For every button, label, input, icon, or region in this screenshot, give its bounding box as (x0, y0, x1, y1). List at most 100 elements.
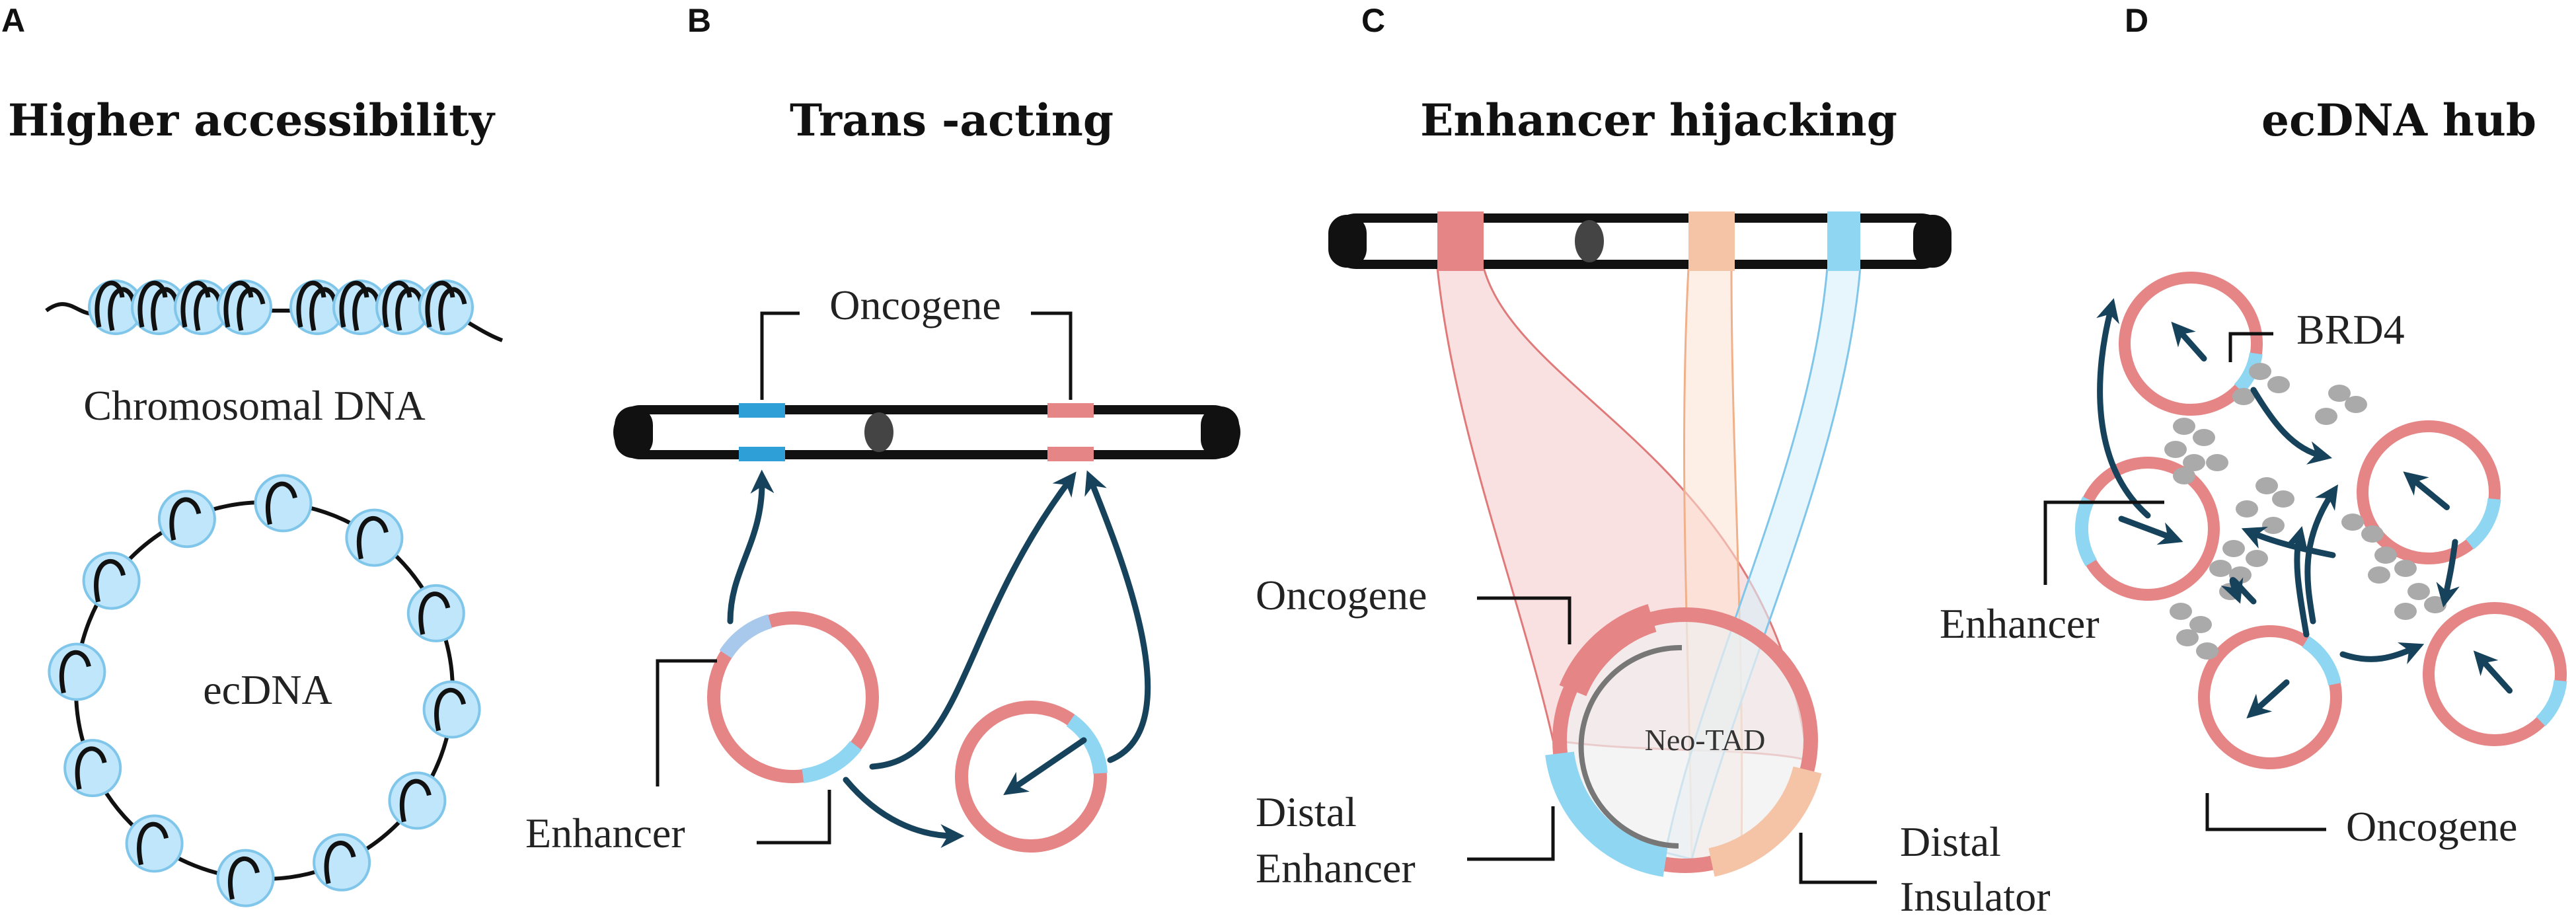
panel-a-title: Higher accessibility (8, 95, 496, 146)
hub-ecdna-circle (2423, 602, 2567, 746)
brd4-dot (2173, 467, 2195, 484)
hub-arrow-6 (2220, 577, 2257, 605)
panel-d-letter: D (2125, 2, 2148, 39)
panel-c: C Enhancer hijacking Neo-TAD Oncogene (1256, 2, 2051, 916)
chromosomal-dna-strand (45, 280, 504, 342)
dna-wrap (418, 592, 451, 635)
distal-insulator-label-line2: Insulator (1900, 873, 2051, 916)
enhancer-label-b: Enhancer (525, 810, 685, 857)
arrow-small-to-red-gene (1084, 470, 1151, 763)
hub-arrow-4 (2285, 526, 2310, 638)
brd4-dot (2267, 376, 2290, 393)
chromosome-b (613, 403, 1240, 461)
enhancer-leader-d (2043, 500, 2164, 585)
brd4-dot (2368, 566, 2390, 584)
dna-wrap (223, 280, 266, 331)
dna-wrap (296, 280, 338, 331)
hub-ecdna-circle (2198, 625, 2342, 769)
dna-wrap (137, 821, 169, 866)
distal-enhancer-leader (1467, 806, 1555, 861)
panel-b-letter: B (687, 2, 711, 39)
gene-red-bottom (1047, 447, 1094, 461)
internal-arrow-b (1003, 737, 1087, 796)
dna-wrap (356, 515, 389, 560)
distal-insulator-label-line1: Distal (1900, 818, 2001, 865)
hub-ecdna-circle (2357, 420, 2501, 564)
brd4-dot (2394, 603, 2417, 620)
hub-arrow-8 (2339, 642, 2425, 665)
ecdna-ring (48, 474, 481, 907)
hub-internal-arrow (2171, 321, 2207, 362)
panel-b-title: Trans -acting (790, 95, 1114, 146)
oncogene-leader-left (760, 311, 800, 400)
neo-tad-circle (1545, 603, 1822, 877)
hub-enhancer-arc (2302, 636, 2341, 686)
brd4-leader (2228, 332, 2273, 362)
brd4-dot (2255, 477, 2278, 494)
gene-red-top (1047, 403, 1094, 418)
hub-arrow-1 (2096, 298, 2151, 519)
hub-arrow-5 (2304, 484, 2338, 625)
arrow-to-blue-gene (727, 469, 775, 625)
dna-wrap (227, 856, 260, 900)
hub-internal-arrow (2118, 515, 2183, 545)
dna-wrap (425, 280, 467, 331)
oncogene-leader-c (1477, 596, 1572, 644)
enhancer-label-d: Enhancer (1940, 600, 2100, 647)
distal-enhancer-label-line1: Distal (1256, 788, 1357, 835)
brd4-dot (2196, 642, 2218, 660)
hub-internal-arrow (2473, 650, 2513, 694)
hub-internal-arrow (2246, 679, 2290, 719)
oncogene-leader-right (1031, 311, 1073, 400)
distal-insulator-leader (1799, 833, 1877, 884)
ecdna-nucleosomes (48, 474, 481, 907)
brd4-dot (2374, 547, 2397, 564)
brd4-dot (2262, 517, 2285, 534)
enhancer-leader-up (656, 659, 717, 786)
dna-wrap (382, 280, 424, 331)
panel-d: D ecDNA hub BRD4 Enhancer Oncogene (1940, 2, 2567, 850)
brd4-dot (2189, 616, 2212, 633)
brd4-dot (2345, 396, 2367, 413)
arrow-large-to-small (843, 777, 965, 848)
dna-wrap (169, 497, 202, 541)
dna-wrap (95, 280, 137, 331)
panel-a: A Higher accessibility Chromosomal DNA e… (1, 2, 504, 907)
oncogene-label-d: Oncogene (2346, 803, 2517, 850)
brd4-dot (2232, 388, 2255, 405)
brd4-dot (2394, 560, 2417, 577)
hub-ecdna-circle (2119, 272, 2263, 416)
hub-arrow-2 (2250, 387, 2333, 465)
panel-d-title: ecDNA hub (2261, 95, 2536, 146)
distal-enhancer-label-line2: Enhancer (1256, 845, 1416, 892)
dna-wrap (399, 779, 432, 823)
ecdna-small-b (955, 701, 1108, 853)
brd4-dot (2183, 454, 2205, 471)
brd4-dot (2164, 441, 2187, 458)
hub-enhancer-arc (2536, 679, 2567, 726)
dna-wrap (180, 280, 223, 331)
brd4-dot (2209, 560, 2232, 577)
arrow-large-to-red-gene (869, 471, 1077, 770)
brd4-dot (2272, 490, 2294, 508)
brd4-dot (2328, 385, 2351, 402)
brd4-dot (2361, 525, 2384, 543)
brd4-dot (2246, 550, 2268, 567)
oncogene-label-b: Oncogene (829, 282, 1001, 328)
ecdna-hub-circles (2074, 272, 2567, 769)
chromosomal-dna-label: Chromosomal DNA (83, 382, 425, 429)
dna-wrap (94, 558, 126, 603)
centromere-b (864, 412, 893, 452)
centromere-c (1575, 220, 1604, 262)
dna-wrap (324, 841, 356, 884)
brd4-dot (2193, 429, 2215, 446)
oncogene-label-c: Oncogene (1256, 572, 1427, 619)
ecdna-label: ecDNA (203, 666, 332, 713)
dna-wrap (265, 481, 297, 525)
dna-wrap (434, 687, 467, 732)
panel-c-letter: C (1361, 2, 1385, 39)
brd4-dot (2170, 603, 2192, 620)
ecdna-large-b (707, 611, 879, 783)
panel-b: B Trans -acting Oncogene (525, 2, 1240, 857)
dna-wrap (59, 650, 91, 694)
